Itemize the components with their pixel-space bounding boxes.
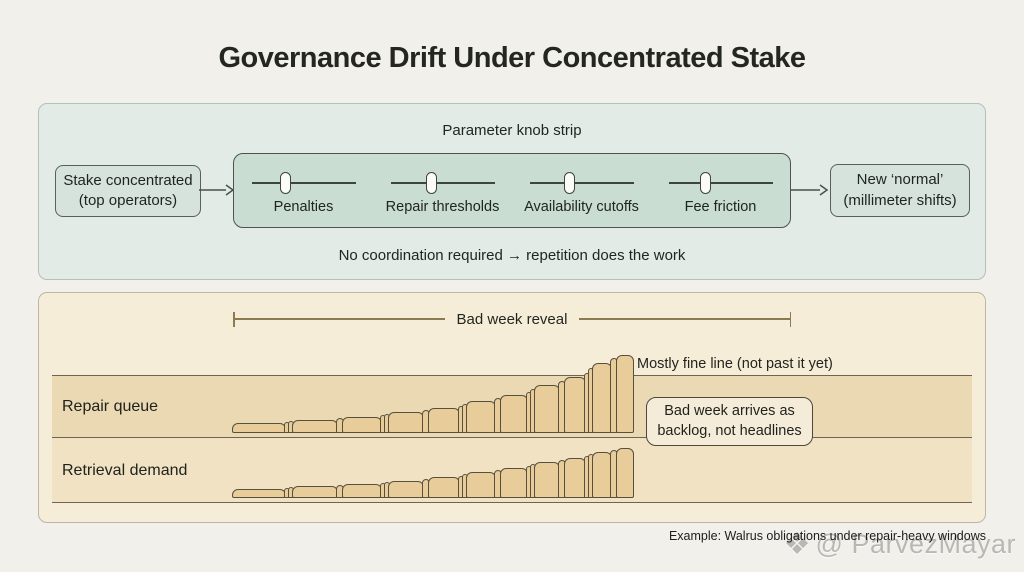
stack-bar [292, 486, 338, 498]
bracket-right-tick [789, 311, 791, 327]
slider-track[interactable] [668, 172, 773, 194]
slider-knob[interactable] [425, 172, 437, 194]
slider-track[interactable] [529, 172, 634, 194]
stack-bar [500, 468, 528, 498]
repair-queue-label: Repair queue [62, 398, 159, 415]
bar-row [232, 446, 634, 498]
slider-repair-thresholds: Repair thresholds [373, 154, 512, 227]
gem-icon: ❖ [783, 527, 811, 561]
retrieval-demand-label: Retrieval demand [62, 462, 188, 479]
bad-week-callout: Bad week arrives as backlog, not headlin… [646, 397, 813, 446]
stack-bar [616, 448, 634, 498]
stack-bar [292, 420, 338, 433]
watermark-text: @ ParvezMayar [815, 529, 1016, 559]
slider-track[interactable] [390, 172, 495, 194]
callout-line1: Bad week arrives as [664, 403, 795, 420]
stack-bar [428, 408, 460, 433]
stack-bar [232, 489, 286, 498]
bracket-left-tick [233, 311, 235, 327]
slider-track[interactable] [251, 172, 356, 194]
bracket-right-line [579, 318, 790, 320]
example-caption: Example: Walrus obligations under repair… [668, 529, 986, 543]
knob-strip: Penalties Repair thresholds Availability c… [233, 153, 791, 228]
bracket-label: Bad week reveal [456, 310, 568, 328]
stack-bar [232, 423, 286, 433]
stack-bar [592, 363, 612, 433]
stack-bar [564, 458, 586, 498]
stack-bar [342, 417, 382, 433]
slider-label: Availability cutoffs [524, 199, 639, 215]
slider-label: Repair thresholds [385, 199, 500, 215]
page-title: Governance Drift Under Concentrated Stak… [218, 42, 806, 74]
stack-bar [534, 462, 560, 498]
bar-row [232, 353, 634, 433]
stack-bar [466, 401, 496, 433]
stack-bar [428, 477, 460, 498]
slider-knob[interactable] [279, 172, 291, 194]
slider-label: Fee friction [684, 199, 757, 215]
slider-knob[interactable] [699, 172, 711, 194]
callout-line2: backlog, not headlines [657, 422, 802, 439]
slider-knob[interactable] [563, 172, 575, 194]
stack-bar [500, 395, 528, 433]
stack-bar [388, 412, 424, 433]
no-coordination-caption: No coordination required → repetition do… [338, 247, 686, 264]
fine-line-label: Mostly fine line (not past it yet) [637, 356, 833, 372]
stake-box-line1: Stake concentrated [63, 171, 193, 189]
slider-penalties: Penalties [234, 154, 373, 227]
stack-bar [616, 355, 634, 433]
stake-box-line2: (top operators) [78, 192, 178, 209]
stack-bar [564, 377, 586, 433]
slider-label: Penalties [273, 199, 334, 215]
slider-availability-cutoffs: Availability cutoffs [512, 154, 651, 227]
stack-bar [466, 472, 496, 498]
bracket-left-line [234, 318, 445, 320]
slider-fee-friction: Fee friction [651, 154, 790, 227]
new-normal-box: New ‘normal’ (millimeter shifts) [830, 164, 970, 217]
stack-bar [388, 481, 424, 498]
stack-bar [534, 385, 560, 433]
stake-concentrated-box: Stake concentrated (top operators) [55, 165, 201, 217]
new-normal-line1: New ‘normal’ [856, 171, 944, 189]
bad-week-bracket: Bad week reveal [233, 310, 791, 328]
watermark: ❖ @ ParvezMayar [784, 529, 1016, 560]
arrow-left-to-strip [199, 184, 235, 196]
new-normal-line2: (millimeter shifts) [843, 191, 957, 209]
stack-bar [592, 452, 612, 498]
arrow-strip-to-normal [791, 184, 829, 196]
knob-strip-title: Parameter knob strip [442, 122, 582, 139]
stack-bar [342, 484, 382, 498]
